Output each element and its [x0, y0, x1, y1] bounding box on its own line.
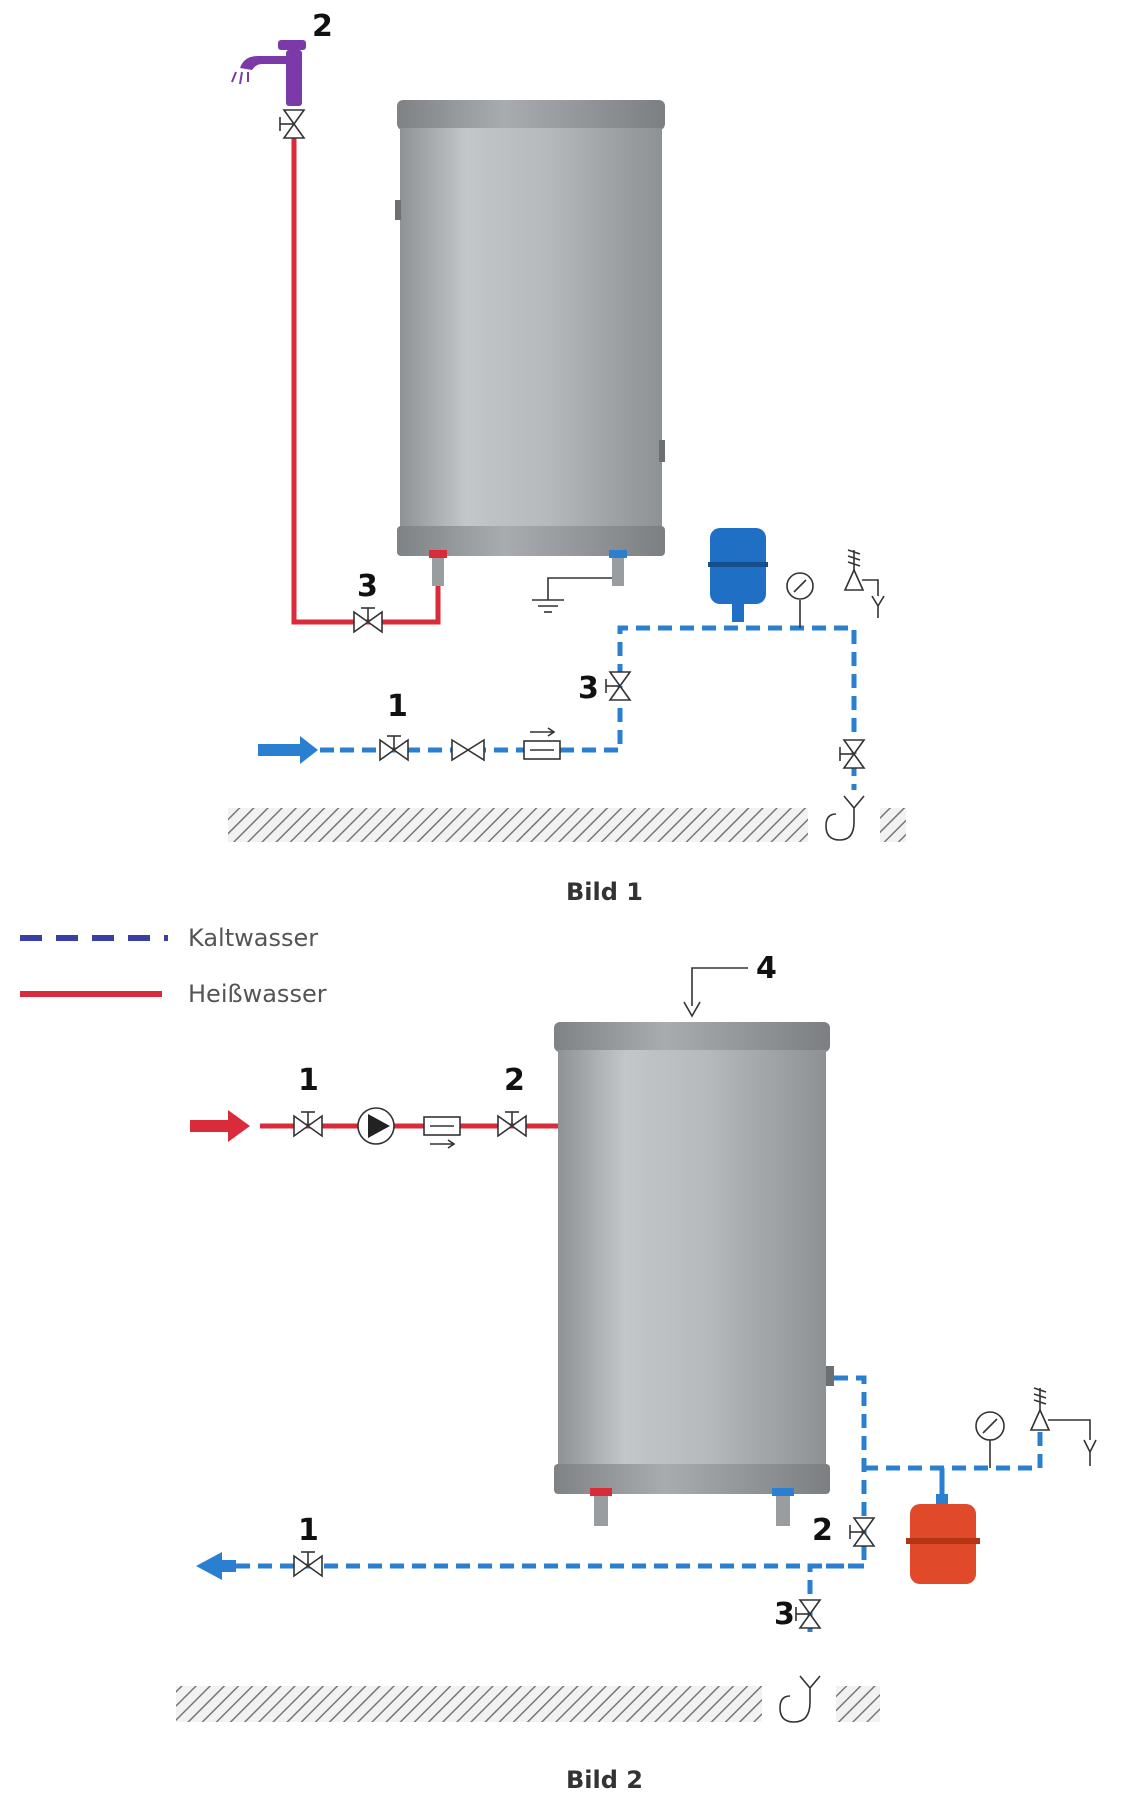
- pressure-gauge-icon-2: [975, 1411, 1005, 1468]
- faucet-valve[interactable]: [279, 109, 305, 139]
- strainer: [523, 727, 561, 760]
- cold-outlet-arrow: [196, 1552, 236, 1580]
- drain-trap-2: [779, 1675, 821, 1723]
- outlet-valve[interactable]: [293, 1551, 323, 1577]
- pressure-gauge-icon: [786, 572, 814, 628]
- floor-1a: [228, 808, 808, 842]
- tank-inlet-valve[interactable]: [497, 1111, 527, 1137]
- top-port-pointer: [683, 967, 748, 1018]
- floor-1b: [880, 808, 906, 842]
- caption-bild-2: Bild 2: [566, 1766, 643, 1794]
- drain-valve-1[interactable]: [839, 739, 865, 769]
- caption-bild-1: Bild 1: [566, 878, 643, 906]
- figure-2: 4 1 2 1 2 3 Bild 2: [176, 951, 1097, 1794]
- cold-inlet-arrow: [258, 736, 318, 764]
- hot-inlet-arrow: [190, 1110, 250, 1142]
- label-hot-inlet-valve: 1: [298, 1063, 319, 1098]
- label-drain-valve: 3: [774, 1597, 795, 1632]
- expansion-tank-blue: [708, 528, 768, 622]
- pump-icon: [357, 1107, 395, 1145]
- safety-valve-icon-2: [1029, 1387, 1097, 1466]
- safety-valve-icon: [843, 549, 885, 618]
- ground-symbol: [532, 577, 612, 613]
- hot-inlet-valve[interactable]: [293, 1111, 323, 1137]
- expansion-tank-red: [906, 1468, 980, 1584]
- label-drain-branch-valve: 2: [812, 1513, 833, 1548]
- label-hot-valve: 3: [357, 569, 378, 604]
- cold-supply-valve[interactable]: [605, 671, 631, 701]
- storage-tank-2: [554, 1022, 834, 1526]
- label-outlet-valve: 1: [298, 1513, 319, 1548]
- faucet-icon[interactable]: [231, 40, 306, 106]
- label-tank-inlet-valve: 2: [504, 1063, 525, 1098]
- drain-trap-1: [825, 795, 865, 841]
- cold-branch-2: [864, 1420, 1043, 1471]
- cold-pipe-1: [340, 625, 857, 790]
- cold-pipe-2: [807, 1375, 867, 1632]
- figure-1: 2 3 3 1 Bild 1: [228, 9, 906, 906]
- label-cold-valve: 3: [578, 671, 599, 706]
- floor-2b: [836, 1686, 880, 1722]
- drain-valve-2[interactable]: [795, 1599, 821, 1629]
- hot-shutoff-valve[interactable]: [353, 607, 383, 633]
- label-inlet-valve: 1: [387, 689, 408, 724]
- legend: Kaltwasser Heißwasser: [20, 924, 327, 1008]
- check-valve: [451, 738, 485, 762]
- legend-hot-label: Heißwasser: [188, 980, 327, 1008]
- floor-2a: [176, 1686, 762, 1722]
- legend-cold-label: Kaltwasser: [188, 924, 318, 952]
- label-faucet: 2: [312, 9, 333, 44]
- label-top-port: 4: [756, 951, 777, 986]
- inlet-shutoff-valve[interactable]: [379, 735, 409, 761]
- strainer-2: [423, 1116, 461, 1149]
- drain-branch-valve[interactable]: [849, 1517, 875, 1547]
- storage-tank-1: [395, 100, 665, 586]
